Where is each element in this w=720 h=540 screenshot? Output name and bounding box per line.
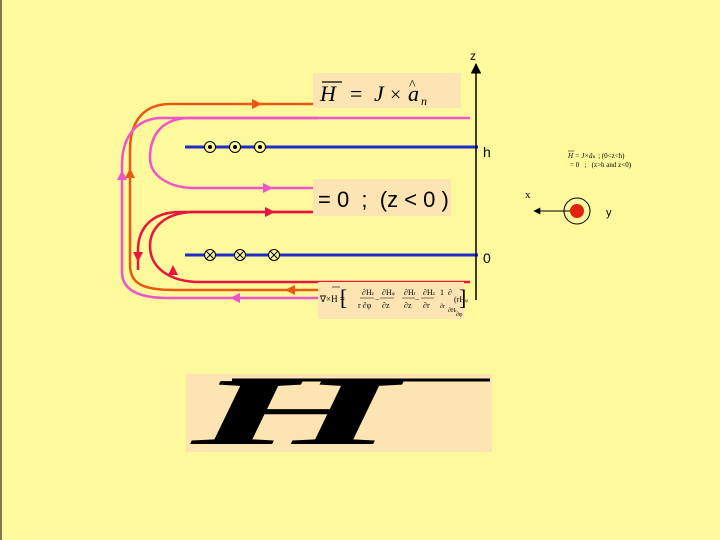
big-h-letter: H — [189, 358, 406, 465]
curl-t1-bot-b: ∂z — [382, 301, 390, 310]
curl-t3-mid-a: (rHφ — [454, 295, 468, 304]
small-eq-line2: = 0 ; (z>h and z<0) — [570, 161, 632, 169]
x-axis-label: x — [525, 189, 531, 201]
current-out-symbols — [204, 141, 266, 153]
curl-t1-minus: − — [375, 295, 380, 304]
arrow-head — [265, 207, 275, 217]
curl-t2-top-a: ∂Hr — [404, 288, 416, 297]
eq-main-hat: ^ — [409, 78, 416, 93]
curl-prefix: ∇×H = — [319, 294, 345, 304]
current-in-symbol — [268, 249, 280, 261]
curl-t3-bot-b: ∂φ — [456, 311, 463, 318]
curl-t1-top-b: ∂Hφ — [382, 288, 395, 297]
equation-zero: = 0 ; (z < 0 ) — [318, 187, 449, 212]
field-loop-mid-red — [136, 210, 318, 270]
eq-main-a: a — [408, 81, 419, 106]
h-level-label: h — [483, 144, 491, 160]
field-loop-inner-red — [148, 210, 470, 284]
y-axis-ring — [563, 197, 591, 225]
current-out-symbol — [254, 141, 266, 153]
y-axis-dot — [570, 204, 584, 218]
eq-main-sub: n — [421, 94, 427, 108]
curl-t3-top-b: ∂Hr — [448, 307, 457, 314]
curl-t3-bot-a: ∂r — [440, 303, 445, 310]
arrow-head — [230, 293, 240, 303]
field-arrows — [117, 99, 295, 303]
curl-t2-top-b: ∂Hz — [423, 288, 436, 297]
curl-t2-bot-a: ∂z — [404, 301, 412, 310]
current-out-symbol — [229, 141, 241, 153]
field-loop-outer-pink — [120, 116, 430, 300]
zero-level-label: 0 — [483, 250, 491, 266]
curl-t3-top-a: ∂ — [448, 288, 452, 297]
arrow-head — [117, 170, 127, 180]
equation-small: H = J×ân; (0<z<h) = 0 ; (z>h and z<0) — [567, 150, 632, 169]
current-in-symbols — [204, 249, 280, 261]
curl-t2-minus: − — [415, 295, 420, 304]
field-loop-inner-pink — [148, 116, 470, 190]
current-out-symbol — [204, 141, 216, 153]
eq-main-times: × — [390, 84, 401, 106]
eq-main-op: = — [350, 81, 362, 106]
current-in-symbol — [234, 249, 246, 261]
arrow-head — [168, 265, 178, 275]
curl-bracket-left: [ — [340, 285, 347, 310]
arrow-head — [263, 183, 273, 193]
arrow-head — [252, 99, 262, 109]
field-lines — [120, 102, 470, 300]
arrow-head — [285, 285, 295, 295]
curl-bracket-right: ] — [459, 285, 466, 310]
field-loop-outer-orange — [128, 102, 430, 292]
equation-curl: ∇×H = ∂Hz ∂Hφ r ∂φ ∂z − ∂Hr ∂Hz ∂z ∂r − … — [319, 285, 468, 318]
equation-box-main — [313, 73, 461, 108]
curl-t1-top-a: ∂Hz — [362, 288, 375, 297]
xy-axes: x y — [525, 189, 612, 225]
equation-box-curl — [318, 282, 464, 319]
arrow-head — [125, 168, 135, 178]
big-h-symbol: H — [189, 358, 490, 465]
curl-t2-bot-b: ∂r — [423, 301, 430, 310]
small-eq-line1: H = J×ân; (0<z<h) — [567, 152, 625, 160]
equation-box-zero — [313, 179, 451, 216]
eq-main-lhs: H — [319, 81, 337, 106]
curl-t1-bot-a: r ∂φ — [358, 301, 372, 310]
z-axis-label: z — [470, 49, 476, 63]
eq-main-J: J — [374, 81, 385, 106]
y-axis-label: y — [606, 207, 612, 219]
equation-box-big-h — [186, 374, 492, 452]
arrow-head — [133, 252, 143, 262]
current-in-symbol — [204, 249, 216, 261]
curl-t3-pre: 1 — [440, 288, 444, 297]
equation-main: H = J × a ^ n — [319, 78, 427, 108]
